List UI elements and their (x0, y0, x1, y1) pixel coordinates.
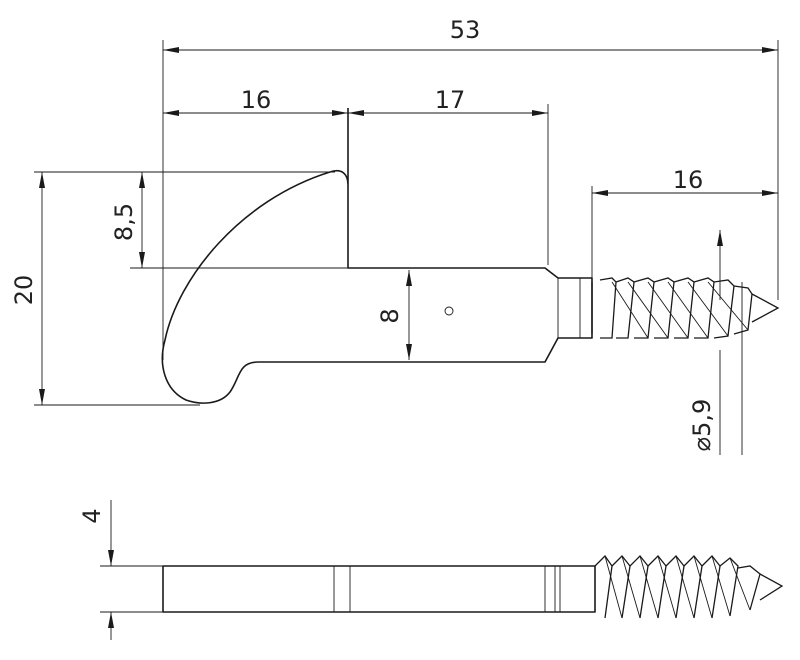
dim-total-height: 20 (10, 171, 330, 406)
dim-shank-label: 17 (435, 86, 466, 114)
dim-thread-diameter-label: ⌀5,9 (688, 399, 716, 452)
dim-shank: 17 (348, 86, 549, 265)
front-view (161, 108, 593, 404)
dim-thickness: 4 (78, 500, 163, 640)
hook-outline (161, 108, 593, 404)
dim-overall-label: 53 (450, 16, 481, 44)
center-hole (444, 306, 454, 316)
dim-thickness-label: 4 (78, 508, 106, 523)
dim-overall: 53 (162, 16, 779, 360)
dim-hook-depth-label: 8,5 (110, 203, 138, 241)
thread-side (594, 554, 784, 619)
dim-total-height-label: 20 (10, 275, 38, 306)
side-view (162, 565, 596, 613)
thread-front (591, 277, 780, 339)
dim-thread-diameter: ⌀5,9 (688, 230, 743, 455)
dim-thread-length-label: 16 (673, 166, 704, 194)
side-shank (162, 565, 596, 613)
dim-thread-length: 16 (591, 166, 778, 280)
dim-hook-depth: 8,5 (110, 171, 348, 269)
dim-hook-width: 16 (163, 86, 348, 116)
dim-shank-height: 8 (376, 270, 412, 360)
dim-shank-height-label: 8 (376, 308, 404, 323)
dim-hook-width-label: 16 (241, 86, 272, 114)
